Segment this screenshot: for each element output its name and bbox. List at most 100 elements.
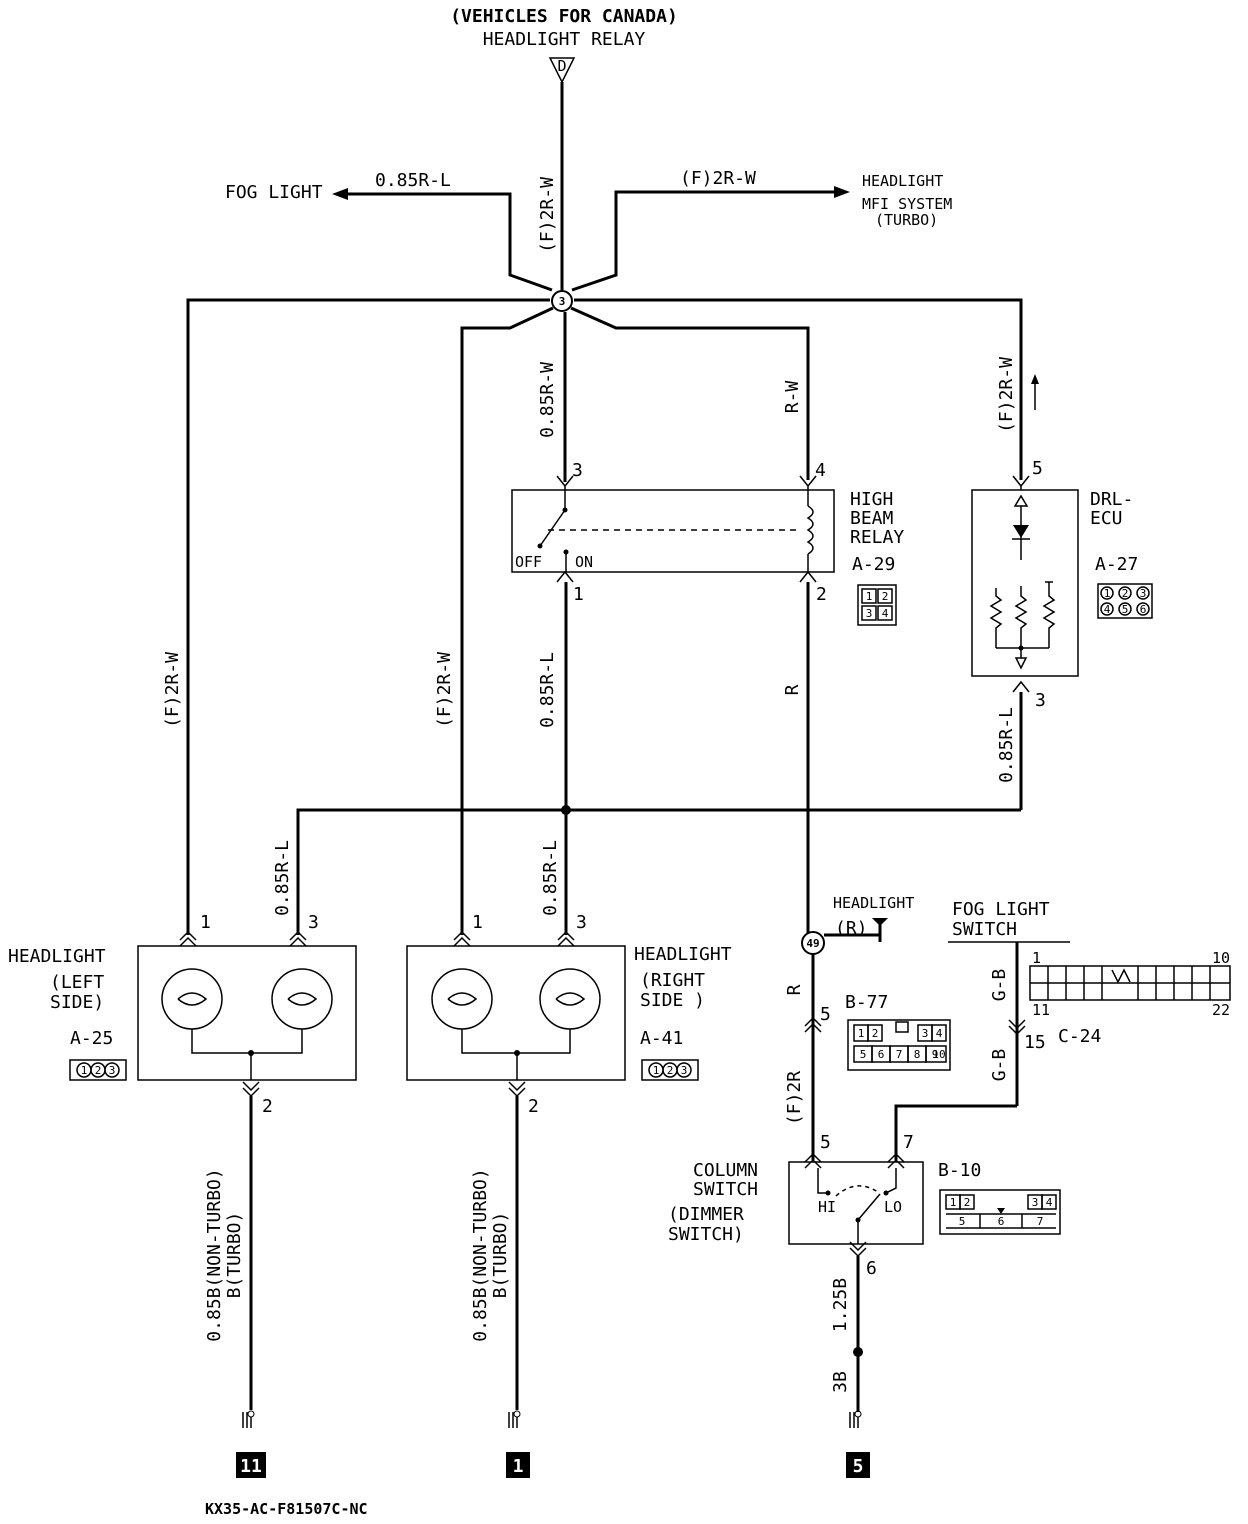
junction-49-dest-1: HEADLIGHT: [833, 894, 914, 912]
drl-connector-id: A-27: [1095, 554, 1138, 575]
hl-right-pin-2: 2: [528, 1096, 539, 1117]
ground-symbol-right: [849, 1410, 862, 1428]
svg-text:3: 3: [866, 607, 873, 620]
svg-text:7: 7: [896, 1048, 903, 1061]
gb-lower-wire-label: G-B: [989, 1049, 1010, 1082]
hl-right-name-2: (RIGHT: [640, 970, 705, 991]
svg-text:6: 6: [998, 1215, 1005, 1228]
svg-text:5: 5: [1122, 603, 1129, 616]
svg-text:2: 2: [95, 1064, 102, 1077]
fog-wire-label: 0.85R-L: [375, 170, 451, 191]
hl-left-name-1: HEADLIGHT: [8, 946, 106, 967]
junction-49-label: 49: [806, 937, 819, 950]
col-connector-id: B-10: [938, 1160, 981, 1181]
drl-name-2: ECU: [1090, 508, 1123, 529]
ground-badge-1: [506, 1452, 530, 1478]
svg-text:2: 2: [882, 590, 889, 603]
svg-text:1: 1: [866, 590, 873, 603]
hl-left-3-wire-label: 0.85R-L: [272, 840, 293, 916]
relay-pin-4: 4: [815, 460, 826, 481]
fog-switch-connector-id: C-24: [1058, 1026, 1101, 1047]
column-switch: [788, 1152, 924, 1412]
fog-switch-pin-15: 15: [1024, 1032, 1046, 1053]
drl-in-wire-label: (F)2R-W: [996, 357, 1017, 433]
headlight-left: [137, 930, 357, 1410]
col-pin-6: 6: [866, 1258, 877, 1279]
ground-left-wire-1: 0.85B(NON-TURBO): [204, 1168, 225, 1341]
hl-right-connector-id: A-41: [640, 1028, 683, 1049]
hl-right-name-3: SIDE ): [640, 990, 705, 1011]
svg-text:7: 7: [1037, 1215, 1044, 1228]
top-wiring: [186, 82, 1023, 935]
b77-connector-icon: 1 2 3 4 5 6 7 8 9 10: [847, 1019, 951, 1071]
right-dest-turbo: (TURBO): [875, 211, 938, 229]
relay-connector-icon: 1 2 3 4: [857, 584, 897, 626]
svg-text:3: 3: [1032, 1196, 1039, 1209]
hl-left-name-3: SIDE): [50, 992, 104, 1013]
ground-symbol-mid: [508, 1410, 521, 1428]
fog-switch-name-1: FOG LIGHT: [952, 899, 1050, 920]
col-ground-wire-label-2: 3B: [830, 1371, 851, 1393]
svg-text:2: 2: [1122, 587, 1129, 600]
main-wire-label: (F)2R-W: [537, 177, 558, 253]
drl-pin-3: 3: [1035, 690, 1046, 711]
headlight-right: [406, 930, 626, 1410]
fog-switch-connector-icon: [1029, 965, 1231, 1001]
hl-right-name-1: HEADLIGHT: [634, 944, 732, 965]
ground-badge-11: [236, 1452, 266, 1478]
col-name-1: COLUMN: [693, 1160, 758, 1181]
junction-3: [551, 290, 573, 312]
b77-connector-id: B-77: [845, 992, 888, 1013]
ground-badge-1-label: 1: [513, 1456, 524, 1477]
ground-mid-wire-2: B(TURBO): [490, 1212, 511, 1299]
drl-name-1: DRL-: [1090, 489, 1133, 510]
right-dest-mfi: MFI SYSTEM: [862, 195, 952, 213]
svg-text:4: 4: [882, 607, 889, 620]
footer-code: KX35-AC-F81507C-NC: [205, 1500, 368, 1518]
drl-connector-icon: 1 2 3 4 5 6: [1097, 583, 1153, 619]
ground-badge-5: [846, 1452, 870, 1478]
left-outer-wire-label: (F)2R-W: [162, 652, 183, 728]
junction-3-label: 3: [559, 295, 566, 308]
f2r-wire-label: (F)2R: [784, 1071, 805, 1125]
fog-switch-corner-11: 11: [1032, 1001, 1050, 1019]
source-triangle-icon: [548, 57, 576, 84]
relay-pin-3: 3: [572, 460, 583, 481]
gb-upper-wire-label: G-B: [989, 969, 1010, 1002]
ground-left-wire-2: B(TURBO): [224, 1212, 245, 1299]
r-below-wire-label: R: [784, 984, 805, 995]
col-pin-7: 7: [903, 1132, 914, 1153]
diagram-subtitle: HEADLIGHT RELAY: [483, 29, 646, 50]
left-inner-wire-label: (F)2R-W: [434, 652, 455, 728]
col-connector-icon: 1 2 3 4 5 6 7: [939, 1189, 1061, 1235]
relay-name-3: RELAY: [850, 527, 904, 548]
mid-wiring: [296, 582, 1023, 935]
hl-left-pin-3: 3: [308, 912, 319, 933]
svg-text:3: 3: [681, 1064, 688, 1077]
diagram-title: (VEHICLES FOR CANADA): [450, 6, 678, 27]
fog-light-label: FOG LIGHT: [225, 182, 323, 203]
col-lo-label: LO: [884, 1198, 902, 1216]
coil-out-wire-label: R: [782, 684, 803, 695]
svg-text:4: 4: [936, 1027, 943, 1040]
right-dest-headlight: HEADLIGHT: [862, 172, 943, 190]
right-wire-label: (F)2R-W: [680, 168, 756, 189]
relay-name-2: BEAM: [850, 508, 894, 529]
hl-left-connector-icon: 1 2 3: [69, 1059, 127, 1081]
col-pin-5: 5: [820, 1132, 831, 1153]
col-hi-label: HI: [818, 1198, 836, 1216]
b77-pin-5: 5: [820, 1004, 831, 1025]
relay-off-label: OFF: [515, 553, 542, 571]
svg-text:4: 4: [1104, 603, 1111, 616]
svg-text:2: 2: [964, 1196, 971, 1209]
drl-out-wire-label: 0.85R-L: [996, 707, 1017, 783]
ground-symbol-left: [242, 1410, 255, 1428]
svg-text:8: 8: [914, 1048, 921, 1061]
relay-connector-id: A-29: [852, 554, 895, 575]
fog-switch-corner-1: 1: [1032, 949, 1041, 967]
coil-in-wire-label: R-W: [782, 381, 803, 414]
hl-right-connector-icon: 1 2 3: [641, 1059, 699, 1081]
col-ground-wire-label: 1.25B: [830, 1278, 851, 1332]
high-beam-relay: [511, 475, 835, 583]
